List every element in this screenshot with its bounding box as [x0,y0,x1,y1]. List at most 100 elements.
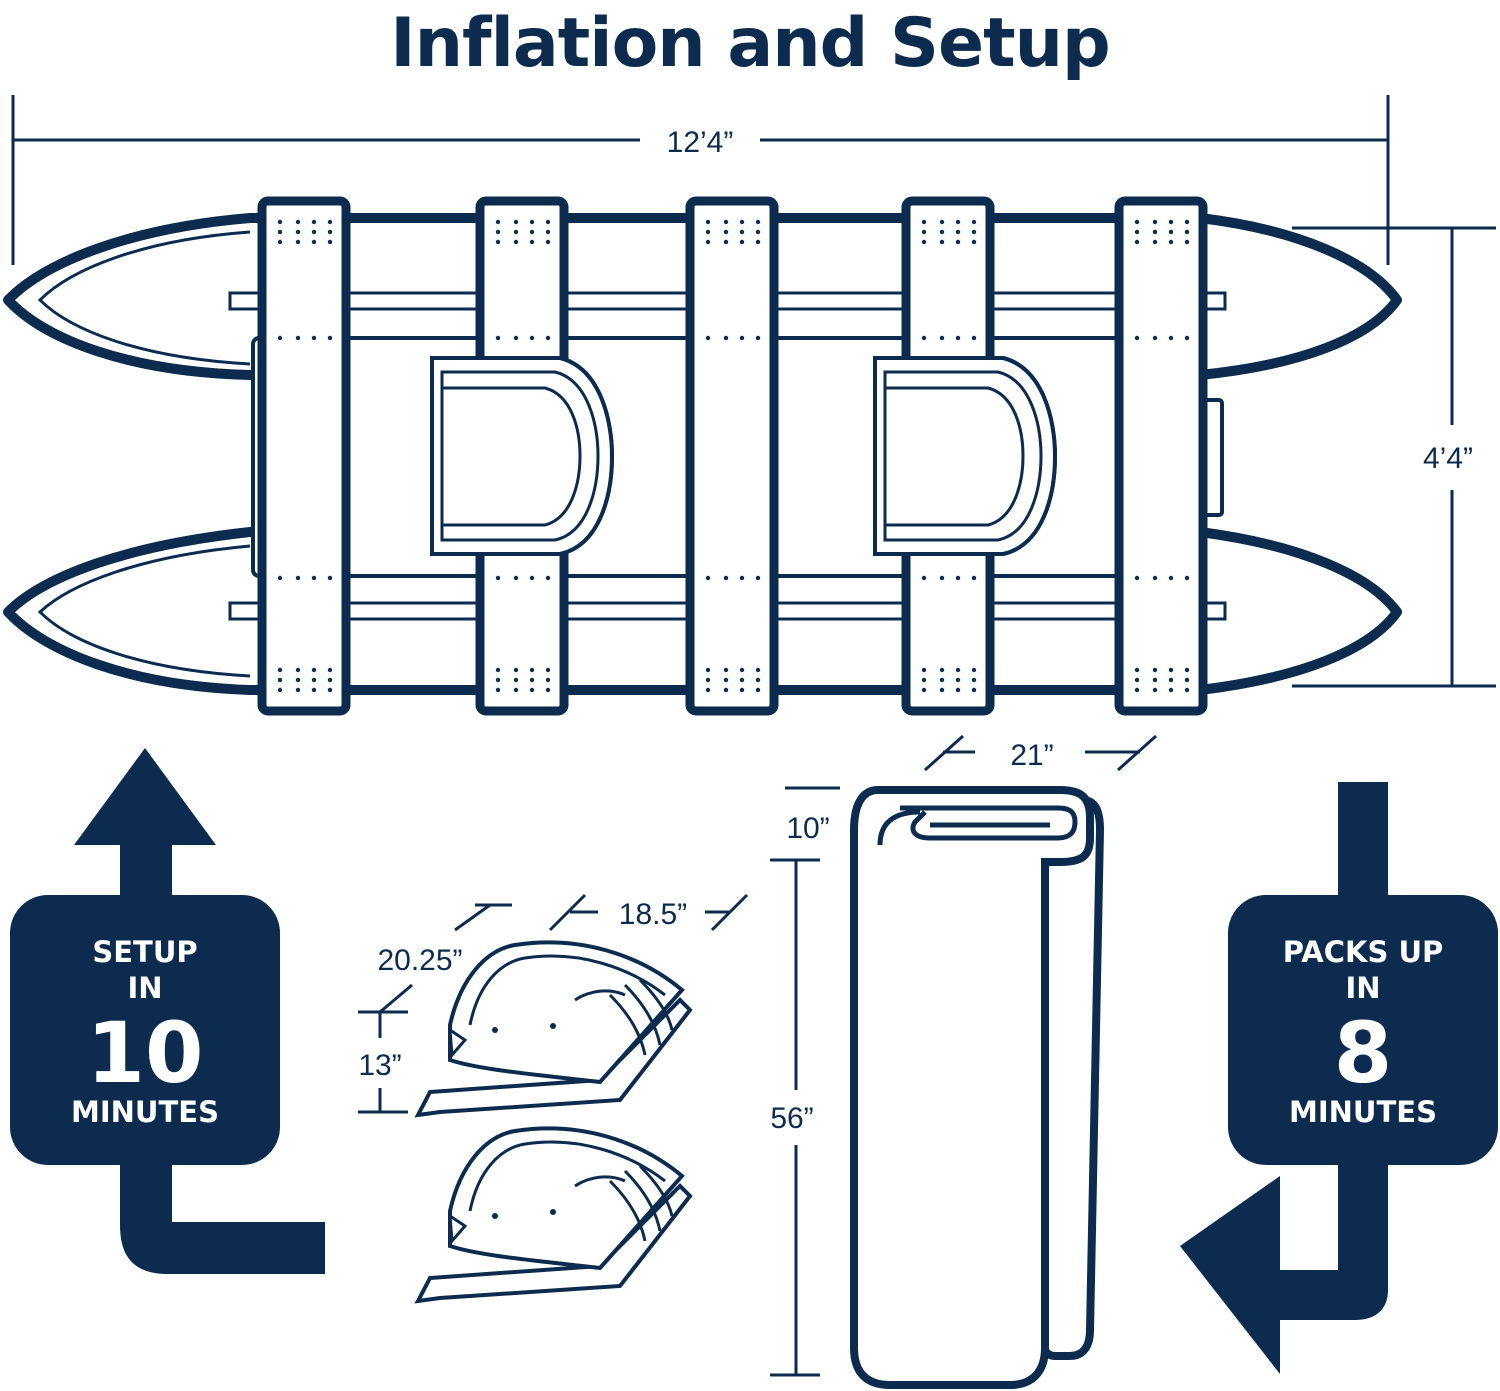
stitch-dot [755,575,761,581]
boat-length-label: 12’4” [667,126,734,159]
stitch-dot [1134,687,1140,693]
pack-unit: MINUTES [1289,1095,1437,1129]
pack-height-label: 56” [770,1102,813,1135]
stitch-dot [921,677,927,683]
stitch-dot [327,219,333,225]
stitch-dot [495,687,501,693]
stitch-dot [311,687,317,693]
stitch-dot [971,677,977,683]
stitch-dot [295,239,301,245]
stitch-dot [545,239,551,245]
cross-straps [257,196,1208,716]
stitch-dot [723,575,729,581]
stitch-dot [739,667,745,673]
stitch-dot [755,687,761,693]
stitch-dot [327,687,333,693]
stitch-dot [295,667,301,673]
stitch-dot [739,575,745,581]
stitch-dot [277,219,283,225]
stitch-dot [1184,335,1190,341]
stitch-dot [545,667,551,673]
stitch-dot [939,575,945,581]
stitch-dot [955,677,961,683]
stitch-dot [1134,335,1140,341]
pack-line2: IN [1345,971,1380,1005]
stitch-dot [495,219,501,225]
stitch-dot [513,239,519,245]
stitch-dot [513,229,519,235]
stitch-dot [495,335,501,341]
pack-width-label: 21” [1010,739,1053,772]
stitch-dot [311,667,317,673]
stitch-dot [295,229,301,235]
stitch-dot [529,575,535,581]
seat-depth-label: 20.25” [377,944,462,977]
stitch-dot [327,677,333,683]
stitch-dot [955,575,961,581]
stitch-dot [277,667,283,673]
stitch-dot [939,229,945,235]
stitch-dot [723,687,729,693]
pack-line1: PACKS UP [1283,935,1444,969]
stitch-dot [1184,229,1190,235]
stitch-dot [513,335,519,341]
stitch-dot [529,229,535,235]
stitch-dot [1184,219,1190,225]
stitch-dot [1134,575,1140,581]
stitch-dot [1184,677,1190,683]
stitch-dot [1134,219,1140,225]
stitch-dot [955,335,961,341]
seat-width-label: 18.5” [619,898,687,931]
stitch-dot [529,687,535,693]
stitch-dot [1152,219,1158,225]
setup-line2: IN [127,971,162,1005]
stitch-dot [755,239,761,245]
folded-seats: 18.5” 20.25” 13” [358,893,749,1304]
stitch-dot [529,667,535,673]
pack-minutes-number: 8 [1334,1004,1392,1102]
stitch-dot [705,687,711,693]
stitch-dot [1184,687,1190,693]
stitch-dot [1168,677,1174,683]
stitch-dot [705,335,711,341]
stitch-dot [705,229,711,235]
stitch-dot [755,335,761,341]
stitch-dot [545,335,551,341]
stitch-dot [939,335,945,341]
stitch-dot [1168,219,1174,225]
stitch-dot [739,219,745,225]
stitch-dot [921,575,927,581]
stitch-dot [295,219,301,225]
stitch-dot [327,335,333,341]
setup-unit: MINUTES [71,1095,219,1129]
stitch-dot [739,687,745,693]
stitch-dot [921,229,927,235]
stitch-dot [495,575,501,581]
stitch-dot [327,575,333,581]
stitch-dot [755,677,761,683]
stitch-dot [939,219,945,225]
stitch-dot [1134,677,1140,683]
folded-seat-2 [414,1126,693,1304]
stitch-dot [495,677,501,683]
stitch-dot [529,677,535,683]
stitch-dot [939,667,945,673]
stitch-dot [723,677,729,683]
stitch-dot [739,229,745,235]
boat-top-view [3,196,1402,716]
boat-length-dimension: 12’4” [11,95,1390,265]
stitch-dot [705,239,711,245]
stitch-dot [295,335,301,341]
setup-time-badge: SETUP IN 10 MINUTES [10,748,325,1274]
folded-seat-1 [414,940,693,1118]
stitch-dot [277,687,283,693]
stitch-dot [513,219,519,225]
stitch-dot [529,335,535,341]
stitch-dot [311,219,317,225]
stitch-dot [1152,687,1158,693]
stitch-dot [277,239,283,245]
pack-depth-label: 10” [786,812,829,845]
stitch-dot [1134,229,1140,235]
stitch-dot [723,667,729,673]
